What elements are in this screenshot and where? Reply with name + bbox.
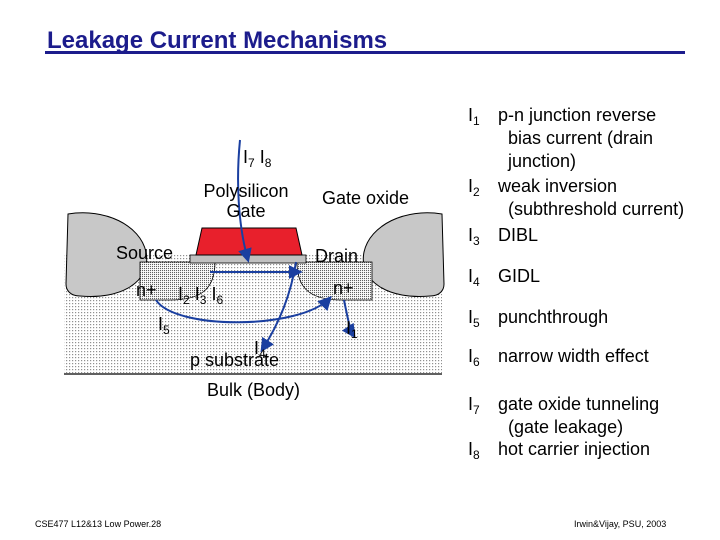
mechanism-symbol: I5 xyxy=(468,307,480,330)
gate-oxide-label: Gate oxide xyxy=(322,188,410,208)
mechanism-description: weak inversion (subthreshold current) xyxy=(498,176,685,219)
mechanism-description: p-n junction reverse bias current (drain… xyxy=(498,105,657,171)
mechanism-symbol: I1 xyxy=(468,105,480,128)
mechanism-symbol: I4 xyxy=(468,266,480,289)
title-underline xyxy=(45,51,685,54)
mechanism-symbol: I2 xyxy=(468,176,480,199)
bulk-label: Bulk (Body) xyxy=(207,380,301,400)
mechanism-description: narrow width effect xyxy=(498,346,649,366)
source-label: Source xyxy=(116,243,174,263)
source-doping-label: n+ xyxy=(136,280,157,300)
gate-currents-label: I7 I8 xyxy=(243,147,272,170)
polysilicon-gate xyxy=(195,227,303,256)
mechanism-symbol: I7 xyxy=(468,394,480,417)
mechanism-symbol: I8 xyxy=(468,439,480,462)
mechanism-symbol: I6 xyxy=(468,346,480,369)
footer-credit: Irwin&Vijay, PSU, 2003 xyxy=(574,519,667,529)
polysilicon-gate-label: Polysilicon Gate xyxy=(203,181,289,221)
i5-label: I5 xyxy=(158,314,170,337)
drain-diffusion xyxy=(296,261,373,301)
mechanism-description: gate oxide tunneling (gate leakage) xyxy=(498,394,660,437)
substrate-label: p substrate xyxy=(190,350,280,370)
footer-course: CSE477 L12&13 Low Power.28 xyxy=(35,519,162,529)
source-diffusion xyxy=(139,261,216,301)
drain-doping-label: n+ xyxy=(333,278,354,298)
source-isolation xyxy=(65,212,148,298)
drain-label: Drain xyxy=(315,246,359,266)
i4-gidl-arrow xyxy=(260,261,297,353)
i1-junction-arrow xyxy=(341,299,356,339)
i5-punchthrough-arrow xyxy=(155,295,332,324)
i4-label: I4 xyxy=(254,338,266,361)
drain-isolation xyxy=(362,212,445,298)
i1-label: I1 xyxy=(346,318,358,341)
mechanism-description: punchthrough xyxy=(498,307,609,327)
mechanism-symbol: I3 xyxy=(468,225,480,248)
mechanism-description: GIDL xyxy=(498,266,541,286)
mechanism-description: hot carrier injection xyxy=(498,439,651,459)
i7-i8-arrow xyxy=(237,139,252,263)
mechanism-description: DIBL xyxy=(498,225,539,245)
slide-title: Leakage Current Mechanisms xyxy=(47,27,388,54)
channel-currents-label: I2 I3 I6 xyxy=(178,284,224,307)
